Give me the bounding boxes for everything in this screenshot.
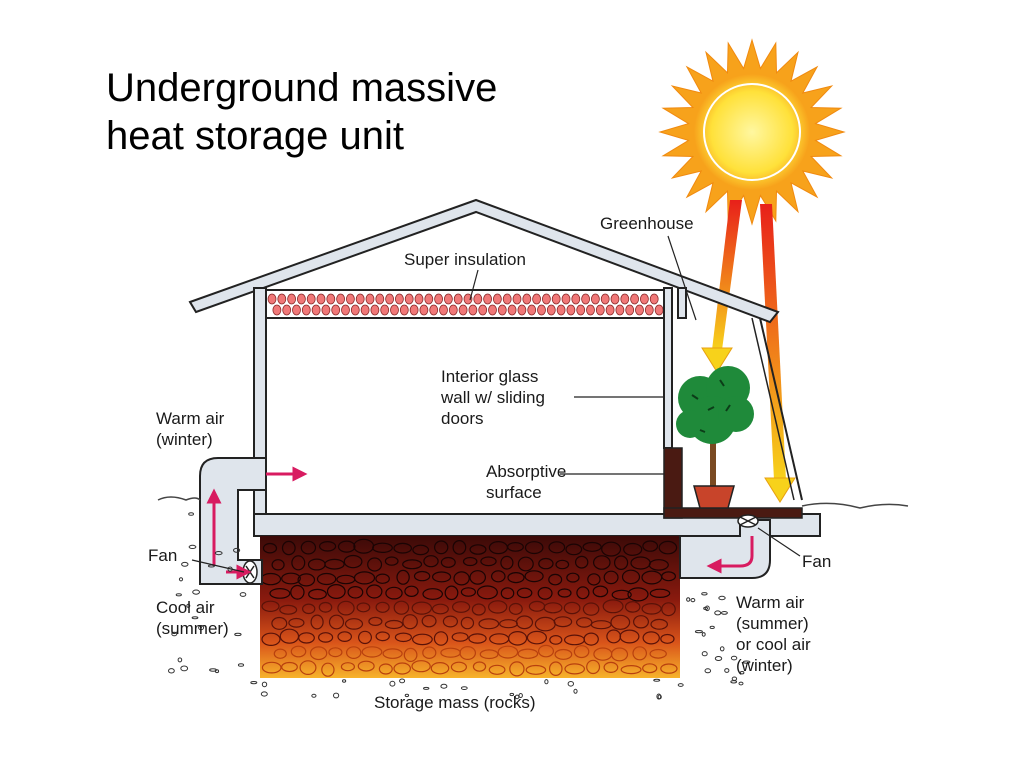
label-warm-air-winter-2: (winter) [156, 430, 213, 449]
house-roof [188, 198, 780, 324]
label-cool-air-1: Cool air [156, 598, 215, 617]
sun-beams [701, 200, 796, 503]
sunbeam-left-arrowhead [701, 347, 733, 373]
label-greenhouse: Greenhouse [600, 214, 694, 233]
label-fan-left: Fan [148, 546, 177, 565]
sunbeam-right-arrowhead [764, 477, 796, 503]
sunbeam-right [760, 204, 786, 480]
arrow-right-duct [706, 536, 754, 574]
label-storage-mass: Storage mass (rocks) [374, 693, 536, 712]
label-warm-air-summer-4: (winter) [736, 656, 793, 675]
absorptive-surface [663, 447, 803, 519]
label-interior-glass-2: wall w/ sliding [440, 388, 545, 407]
sun-icon [658, 38, 846, 226]
label-warm-air-summer-3: or cool air [736, 635, 811, 654]
greenhouse-glass [759, 317, 803, 501]
label-super-insulation: Super insulation [404, 250, 526, 269]
leader-lines [191, 235, 801, 573]
label-warm-air-winter-1: Warm air [156, 409, 225, 428]
label-absorptive-1: Absorptive [486, 462, 566, 481]
storage-mass-rocks [260, 536, 680, 678]
title-line-1: Underground massive [106, 66, 498, 110]
ground [157, 496, 909, 700]
sunbeam-left [712, 200, 742, 350]
label-fan-right: Fan [802, 552, 831, 571]
label-interior-glass-1: Interior glass [441, 367, 538, 386]
title-line-2: heat storage unit [106, 114, 404, 158]
label-absorptive-2: surface [486, 483, 542, 502]
airflow-arrows [206, 466, 754, 580]
label-warm-air-summer-1: Warm air [736, 593, 805, 612]
fan-right-icon [737, 514, 759, 528]
label-cool-air-2: (summer) [156, 619, 229, 638]
slide-title: Underground massive heat storage unit [106, 64, 497, 160]
fan-left-icon [242, 560, 258, 584]
super-insulation [265, 289, 667, 319]
label-warm-air-summer-2: (summer) [736, 614, 809, 633]
potted-tree-icon [676, 366, 754, 509]
label-interior-glass-3: doors [441, 409, 484, 428]
